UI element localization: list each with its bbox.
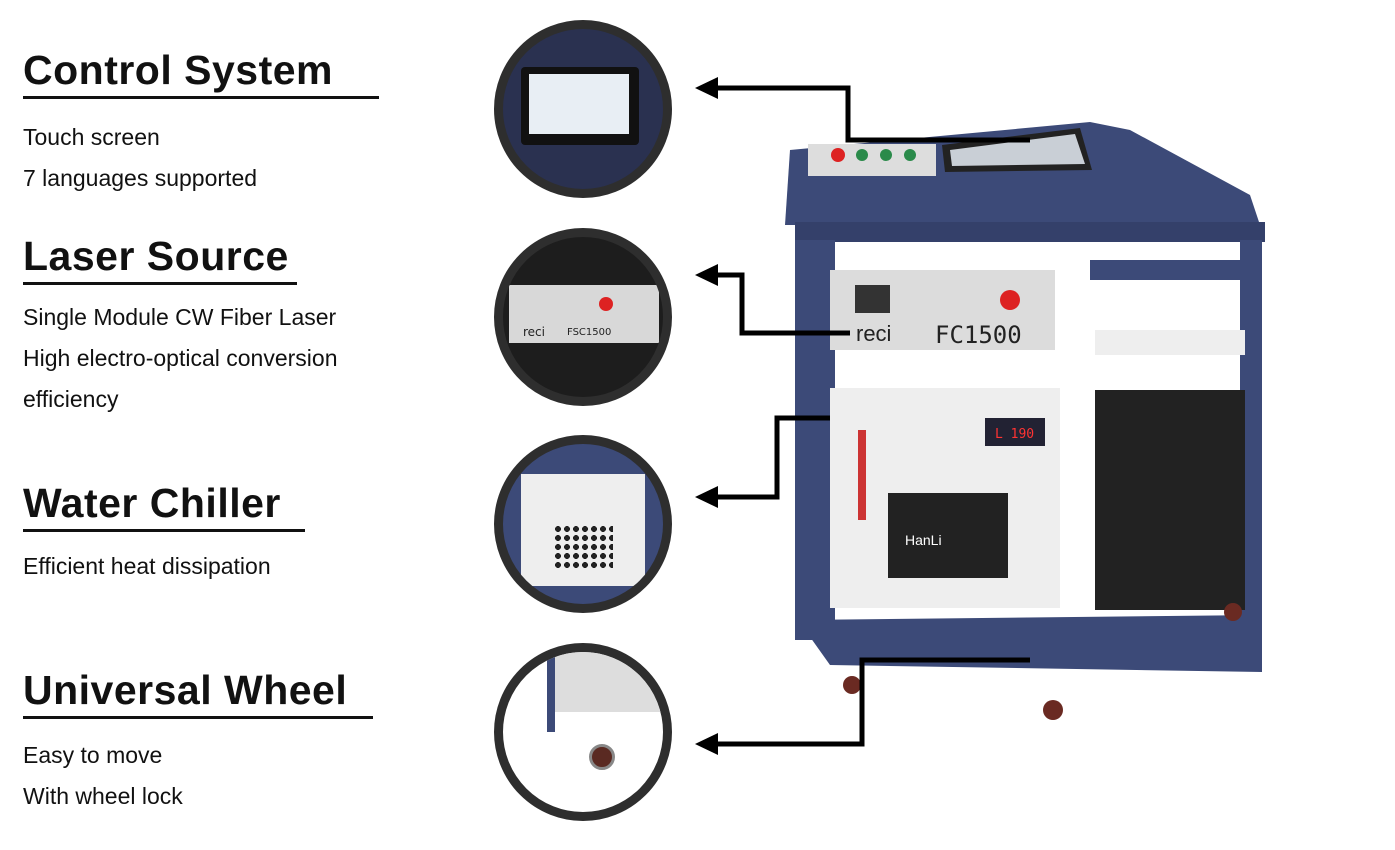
feature-line: With wheel lock — [23, 783, 183, 809]
section-water-chiller: Water Chiller Efficient heat dissipation — [23, 477, 305, 587]
touch-screen — [529, 74, 629, 134]
feature-line: High electro-optical conversion — [23, 345, 338, 371]
emergency-stop-icon — [831, 148, 845, 162]
section-title: Water Chiller — [23, 480, 281, 526]
model-label: FSC1500 — [567, 327, 612, 338]
arrow-universal-wheel — [712, 657, 1030, 747]
laser-source-closeup: reci FSC1500 — [494, 228, 672, 406]
control-system-closeup — [494, 20, 672, 198]
arrow-water-chiller — [712, 415, 830, 500]
feature-line: Single Module CW Fiber Laser — [23, 304, 337, 330]
arrow-control-system — [712, 85, 1030, 143]
feature-line: efficiency — [23, 386, 119, 412]
feature-line: Touch screen — [23, 124, 160, 150]
arrowhead-icon — [695, 264, 718, 286]
title-underline — [23, 282, 297, 285]
button-panel — [808, 144, 936, 176]
feature-line: Easy to move — [23, 742, 163, 768]
brand-label: reci — [523, 325, 545, 339]
feature-line: Efficient heat dissipation — [23, 553, 271, 579]
arrowhead-icon — [695, 486, 718, 508]
feature-line: 7 languages supported — [23, 165, 258, 191]
frame-left — [795, 240, 835, 640]
frame-right — [1240, 240, 1262, 660]
title-underline — [23, 529, 305, 532]
section-universal-wheel: Universal Wheel Easy to move With wheel … — [23, 664, 373, 817]
arrow-laser-source — [712, 272, 850, 336]
chiller-brand: HanLi — [905, 532, 942, 548]
wheel-icon — [1224, 603, 1242, 621]
universal-wheel-closeup — [494, 643, 672, 821]
chiller-display: L 190 — [995, 427, 1034, 442]
section-laser-source: Laser Source Single Module CW Fiber Lase… — [23, 230, 338, 420]
title-underline — [23, 96, 379, 99]
section-title: Control System — [23, 47, 333, 93]
section-control-system: Control System Touch screen 7 languages … — [23, 44, 379, 199]
wheel-icon — [843, 676, 861, 694]
title-underline — [23, 716, 373, 719]
arrowhead-icon — [695, 733, 718, 755]
section-title: Universal Wheel — [23, 667, 348, 713]
chiller-side-grill — [1095, 390, 1245, 610]
water-chiller-closeup — [494, 435, 672, 613]
wheel-icon — [1043, 700, 1063, 720]
brand-label: reci — [856, 321, 891, 346]
model-label: FC1500 — [935, 321, 1022, 349]
arrowhead-icon — [695, 77, 718, 99]
section-title: Laser Source — [23, 233, 289, 279]
